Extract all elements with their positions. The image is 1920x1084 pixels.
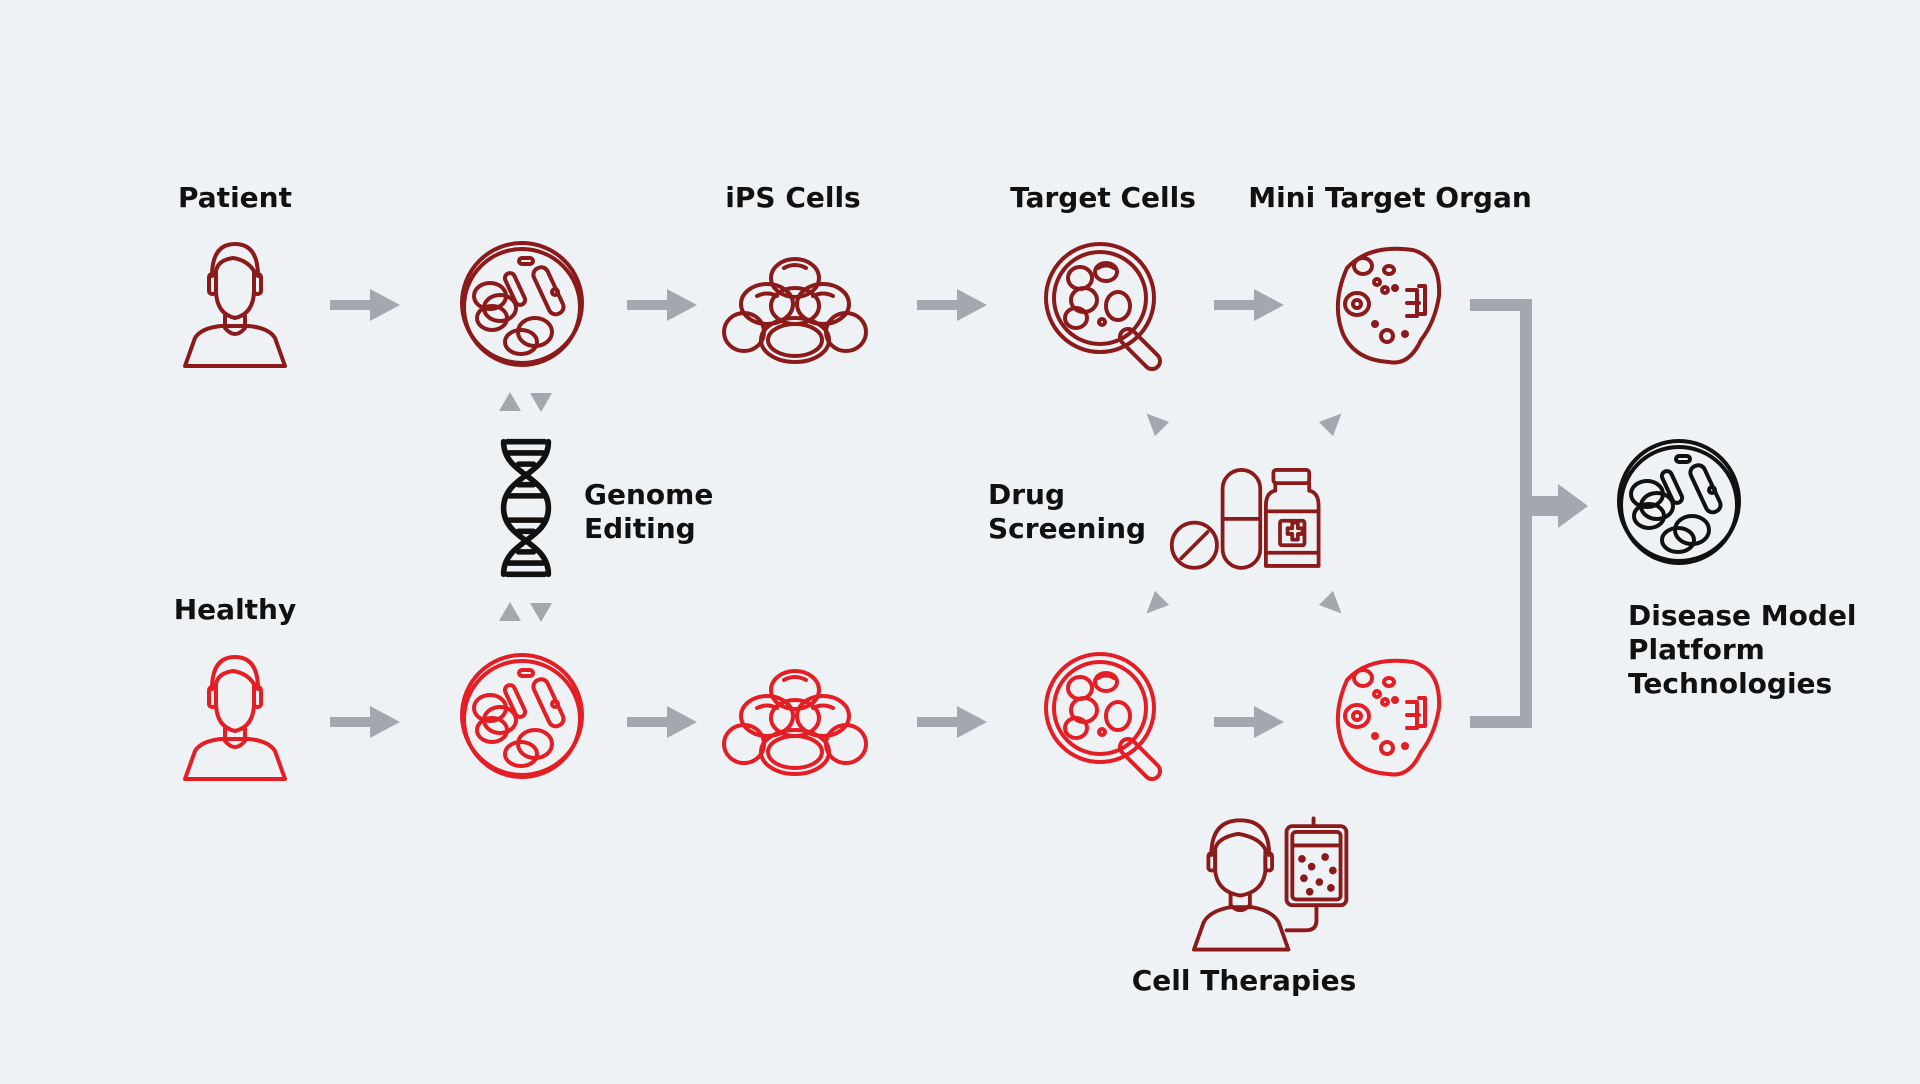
disease-model-line-1: Disease Model — [1628, 599, 1857, 632]
healthy-flow-arrow-3 — [917, 706, 987, 738]
patient-iv-icon — [1192, 816, 1349, 952]
genome-editing-line-2: Editing — [584, 512, 696, 545]
disease-model-line-2: Platform — [1628, 633, 1765, 666]
genome-up-triangle-bottom — [499, 602, 521, 621]
genome-editing-line-1: Genome — [584, 478, 714, 511]
mini-target-organ-label: Mini Target Organ — [1248, 181, 1532, 214]
drug-screening-line-1: Drug — [988, 478, 1066, 511]
healthy-flow-arrow-2 — [627, 706, 697, 738]
patient-ips-cell-cluster-icon — [722, 257, 868, 364]
patient-label: Patient — [178, 181, 292, 214]
healthy-flow-arrow-1 — [330, 706, 400, 738]
drug-screening-arrow-bottom-right — [1318, 590, 1342, 614]
disease-model-line-3: Technologies — [1628, 667, 1833, 700]
cell-therapies-label: Cell Therapies — [1131, 964, 1357, 997]
merge-bracket — [1470, 299, 1532, 728]
patient-person-icon — [183, 242, 287, 368]
healthy-ips-cell-cluster-icon — [722, 669, 868, 776]
target-cells-label: Target Cells — [1010, 181, 1196, 214]
genome-down-triangle-top — [530, 393, 552, 412]
drug-screening-label: Drug Screening — [988, 478, 1146, 546]
disease-model-label: Disease Model Platform Technologies — [1628, 599, 1857, 701]
drug-screening-arrow-bottom-left — [1146, 590, 1170, 614]
healthy-flow-arrow-4 — [1214, 706, 1284, 738]
patient-flow-arrow-4 — [1214, 289, 1284, 321]
genome-up-triangle-top — [499, 392, 521, 411]
dna-helix-icon — [504, 442, 556, 575]
healthy-organoid-icon — [1335, 658, 1442, 777]
drug-screening-arrow-top-left — [1146, 413, 1170, 437]
genome-down-triangle-bottom — [530, 603, 552, 622]
patient-flow-arrow-1 — [330, 289, 400, 321]
result-arrow — [1526, 484, 1588, 528]
genome-editing-label: Genome Editing — [584, 478, 713, 546]
healthy-magnifier-cells-icon — [1044, 652, 1166, 785]
healthy-petri-dish-icon — [460, 653, 584, 779]
drug-screening-line-2: Screening — [988, 512, 1147, 545]
healthy-person-icon — [183, 655, 287, 781]
patient-flow-arrow-3 — [917, 289, 987, 321]
healthy-label: Healthy — [173, 593, 297, 626]
patient-petri-dish-icon — [460, 241, 584, 367]
patient-magnifier-cells-icon — [1044, 242, 1166, 375]
patient-organoid-icon — [1335, 246, 1442, 365]
drug-screening-arrow-top-right — [1318, 413, 1342, 437]
patient-flow-arrow-2 — [627, 289, 697, 321]
ips-cells-label: iPS Cells — [725, 181, 861, 214]
pills-bottle-icon — [1169, 468, 1321, 570]
disease-model-petri-dish-icon — [1617, 439, 1741, 565]
